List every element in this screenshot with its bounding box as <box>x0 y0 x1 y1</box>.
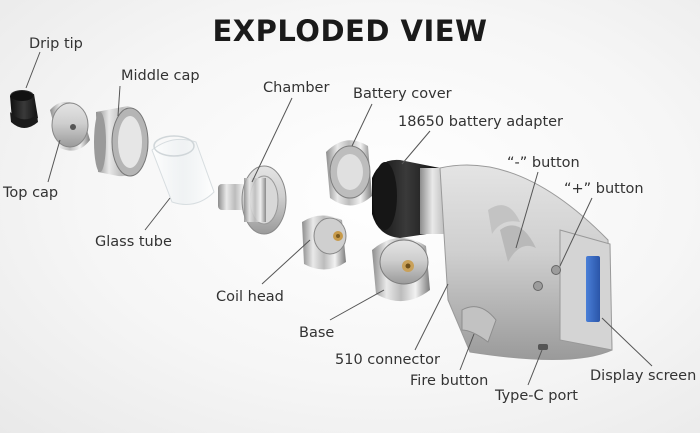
leader-battery-cover <box>351 103 373 147</box>
label-minus-button: “-” button <box>507 155 580 171</box>
middle-cap-part <box>94 106 149 177</box>
battery-cover-part <box>326 140 372 206</box>
leader-drip-tip <box>25 51 41 89</box>
label-middle-cap: Middle cap <box>121 68 200 84</box>
label-top-cap: Top cap <box>3 185 59 201</box>
leader-battery-adapter <box>401 130 431 165</box>
leader-plus-button <box>559 197 593 267</box>
leader-glass-tube <box>144 197 171 231</box>
label-battery-adapter: 18650 battery adapter <box>398 114 564 130</box>
leader-middle-cap <box>117 85 121 117</box>
label-510-connector: 510 connector <box>335 352 440 368</box>
label-glass-tube: Glass tube <box>95 234 172 250</box>
label-battery-cover: Battery cover <box>353 86 452 102</box>
label-chamber: Chamber <box>263 80 330 96</box>
chamber-part <box>218 165 287 235</box>
drip-tip-part <box>10 90 38 128</box>
label-drip-tip: Drip tip <box>29 36 83 52</box>
leader-top-cap <box>47 139 61 183</box>
leader-fire-button <box>459 333 475 371</box>
leader-chamber <box>251 97 293 183</box>
top-cap-part <box>50 101 90 151</box>
label-base: Base <box>299 325 335 341</box>
leader-base <box>329 289 385 321</box>
diagram-title: EXPLODED VIEW <box>212 14 488 48</box>
leader-display-screen <box>601 317 653 367</box>
leader-lines <box>25 51 653 386</box>
label-fire-button: Fire button <box>410 373 489 389</box>
label-plus-button: “+” button <box>564 181 644 197</box>
label-type-c-port: Type-C port <box>495 388 578 404</box>
leader-510-connector <box>414 283 449 351</box>
coil-head-part <box>302 215 347 270</box>
leader-type-c-port <box>527 349 543 386</box>
glass-tube-part <box>151 135 215 205</box>
leader-minus-button <box>515 171 539 249</box>
leader-coil-head <box>261 239 311 285</box>
base-part <box>372 237 430 302</box>
mod-body-part <box>439 164 613 361</box>
label-coil-head: Coil head <box>216 289 284 305</box>
label-display-screen: Display screen <box>590 368 697 384</box>
